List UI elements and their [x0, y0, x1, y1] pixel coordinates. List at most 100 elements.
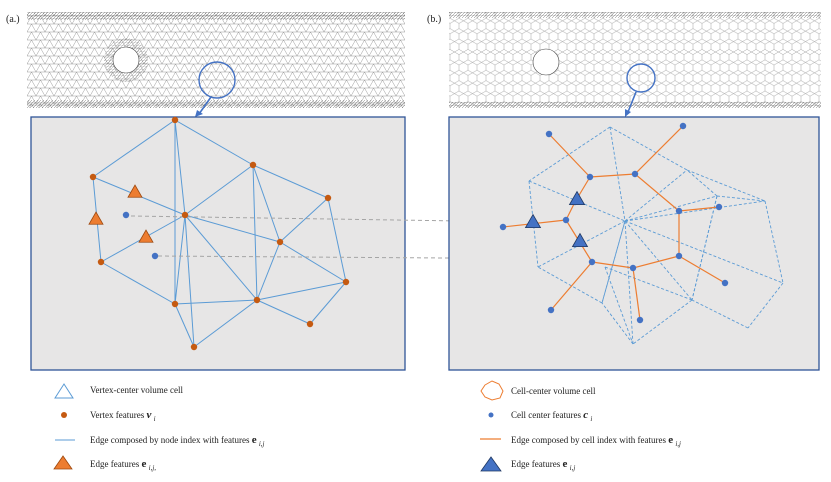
cell-center-node: [675, 252, 683, 260]
mesh-edge: [624, 200, 766, 222]
legend-cell-center: Cell center features: [511, 410, 581, 420]
panel-b-zoom-box: [448, 116, 820, 371]
mesh-edge: [256, 281, 347, 301]
mesh-edge: [100, 261, 176, 305]
mesh-edge: [624, 220, 634, 345]
mesh-edge: [184, 214, 195, 348]
mesh-edge: [604, 266, 634, 345]
mesh-edge: [632, 299, 693, 345]
mesh-edge: [174, 214, 186, 305]
mesh-edge: [716, 195, 766, 202]
vertex-node: [190, 343, 198, 351]
mesh-edge: [691, 299, 749, 329]
legend-edge-line-a-sub: i,j: [259, 440, 265, 448]
mesh-edge: [601, 220, 626, 304]
mesh-edge: [252, 164, 281, 243]
mesh-edge: [528, 126, 611, 182]
mesh-edge: [327, 197, 347, 283]
cell-center-node: [151, 252, 159, 260]
mesh-edge: [256, 241, 281, 301]
vertex-node: [324, 194, 332, 202]
panel-a-mesh: [27, 12, 405, 117]
cell-center-node: [547, 306, 555, 314]
mesh-edge: [528, 180, 539, 268]
legend-edge-features-a-sub: i,j,: [149, 464, 157, 472]
legend-edge-features-a-sym: e: [141, 458, 146, 470]
legend-a: Vertex-center volume cell Vertex feature…: [53, 383, 265, 472]
mesh-edge: [537, 266, 603, 304]
legend-cell-cell: Cell-center volume cell: [511, 386, 596, 396]
mesh-edge: [174, 119, 254, 166]
cell-edge: [678, 255, 726, 284]
cell-edge: [632, 255, 680, 269]
cell-center-node: [122, 211, 130, 219]
zoom-circle: [626, 63, 656, 93]
cell-center-node: [675, 207, 683, 215]
cell-edge: [589, 173, 636, 178]
vertex-node: [181, 211, 189, 219]
svg-text:Edge composed by node index wi: Edge composed by node index with feature…: [90, 434, 265, 448]
legend-vertex-sym: v: [146, 409, 151, 421]
mesh-edge: [279, 241, 347, 283]
vertex-feature-icon: [61, 412, 67, 418]
mesh-edge: [747, 282, 784, 329]
cell-center-node: [679, 122, 687, 130]
mesh-edge: [624, 169, 688, 222]
edge-feature-triangle: [88, 211, 104, 225]
mesh-edge: [764, 200, 784, 284]
mesh-edge: [624, 220, 693, 301]
vertex-node: [249, 161, 257, 169]
edge-feature-triangle: [571, 232, 589, 248]
vertex-node: [97, 258, 105, 266]
legend-edge-line-a: Edge composed by node index with feature…: [90, 435, 250, 445]
cell-edge: [550, 261, 593, 311]
legend-edge-line-a-sym: e: [252, 434, 257, 446]
edge-feature-icon: [53, 455, 73, 470]
mesh-edge: [92, 119, 176, 178]
mesh-edge: [604, 266, 693, 301]
vertex-cell-icon: [54, 383, 74, 399]
mesh-edge: [174, 299, 258, 305]
cell-center-node: [499, 223, 507, 231]
edge-feature-triangle: [524, 213, 542, 229]
edge-feature-triangle: [568, 190, 586, 206]
legend-vertex-sub: i: [154, 415, 156, 423]
cell-center-node: [715, 203, 723, 211]
legend-edge-line-b-sub: i,j: [675, 440, 681, 448]
panel-b-mesh: [449, 12, 821, 117]
panel-a-label: (a.): [6, 14, 20, 25]
mesh-edge: [279, 197, 329, 243]
panel-b-label: (b.): [427, 14, 441, 25]
svg-text:Edge features e: Edge features e i,j,: [90, 458, 156, 472]
legend-edge-features-b-sub: i,j: [570, 464, 576, 472]
cell-center-node: [721, 279, 729, 287]
mesh-edge: [252, 164, 329, 199]
cell-center-node: [588, 258, 596, 266]
vertex-node: [253, 296, 261, 304]
mesh-edge: [252, 164, 258, 301]
svg-text:Cell center features: Cell center features c i: [511, 409, 592, 423]
legend-b: Cell-center volume cell Cell center feat…: [480, 380, 681, 472]
cell-center-node: [545, 130, 553, 138]
svg-text:Edge features e: Edge features e i,j: [511, 458, 575, 472]
cell-center-icon: [488, 412, 494, 418]
legend-cell-center-sym: c: [583, 409, 588, 421]
cell-edge: [678, 206, 720, 212]
legend-edge-line-b: Edge composed by cell index with feature…: [511, 435, 666, 445]
legend-edge-features-b-sym: e: [562, 458, 567, 470]
vertex-node: [306, 320, 314, 328]
vertex-node: [276, 238, 284, 246]
zoom-circle: [198, 61, 236, 99]
legend-cell-center-sub: i: [590, 415, 592, 423]
cell-edge: [591, 261, 634, 269]
mesh-edge: [184, 164, 254, 216]
edge-feature-triangle: [127, 184, 143, 198]
legend-vertex-cell: Vertex-center volume cell: [90, 385, 183, 395]
mesh-edge: [686, 169, 718, 197]
mesh-edge: [174, 119, 186, 216]
legend-edge-line-b-sym: e: [668, 434, 673, 446]
legend-vertex-features: Vertex features: [90, 410, 145, 420]
panel-a-zoom-box: [30, 116, 589, 371]
cell-edge: [548, 133, 591, 178]
